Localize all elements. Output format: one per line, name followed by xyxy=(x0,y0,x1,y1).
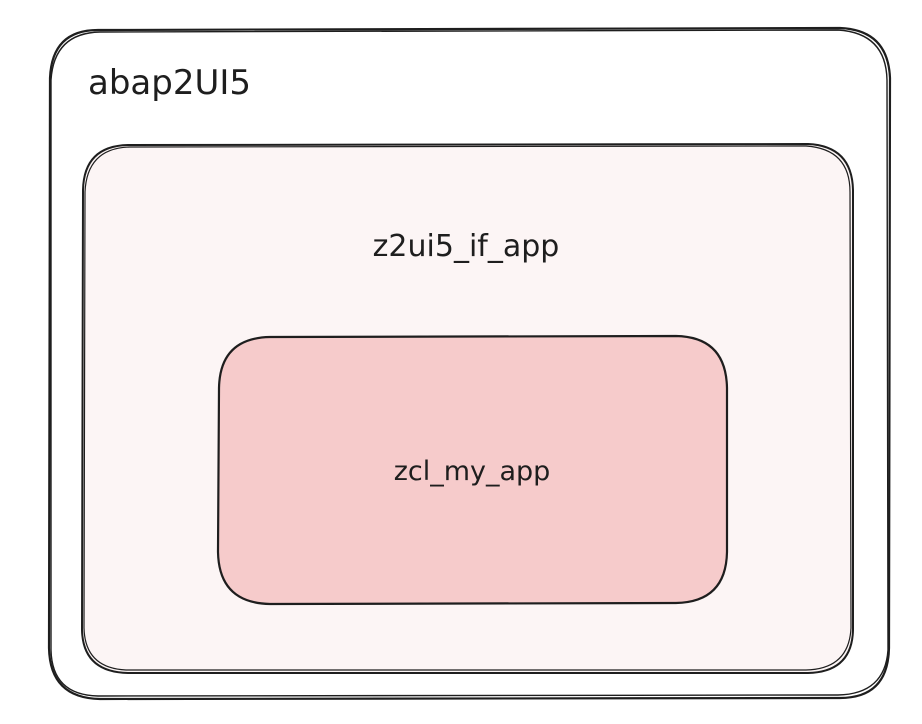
outer-box-label: abap2UI5 xyxy=(88,63,251,103)
middle-box-label: z2ui5_if_app xyxy=(373,229,560,264)
outer-box-sketch-stroke xyxy=(50,29,889,697)
inner-box-label: zcl_my_app xyxy=(394,456,551,487)
inner-box: zcl_my_app xyxy=(216,334,729,606)
inner-box-shape xyxy=(216,334,729,606)
middle-box-sketch-stroke xyxy=(83,145,852,671)
